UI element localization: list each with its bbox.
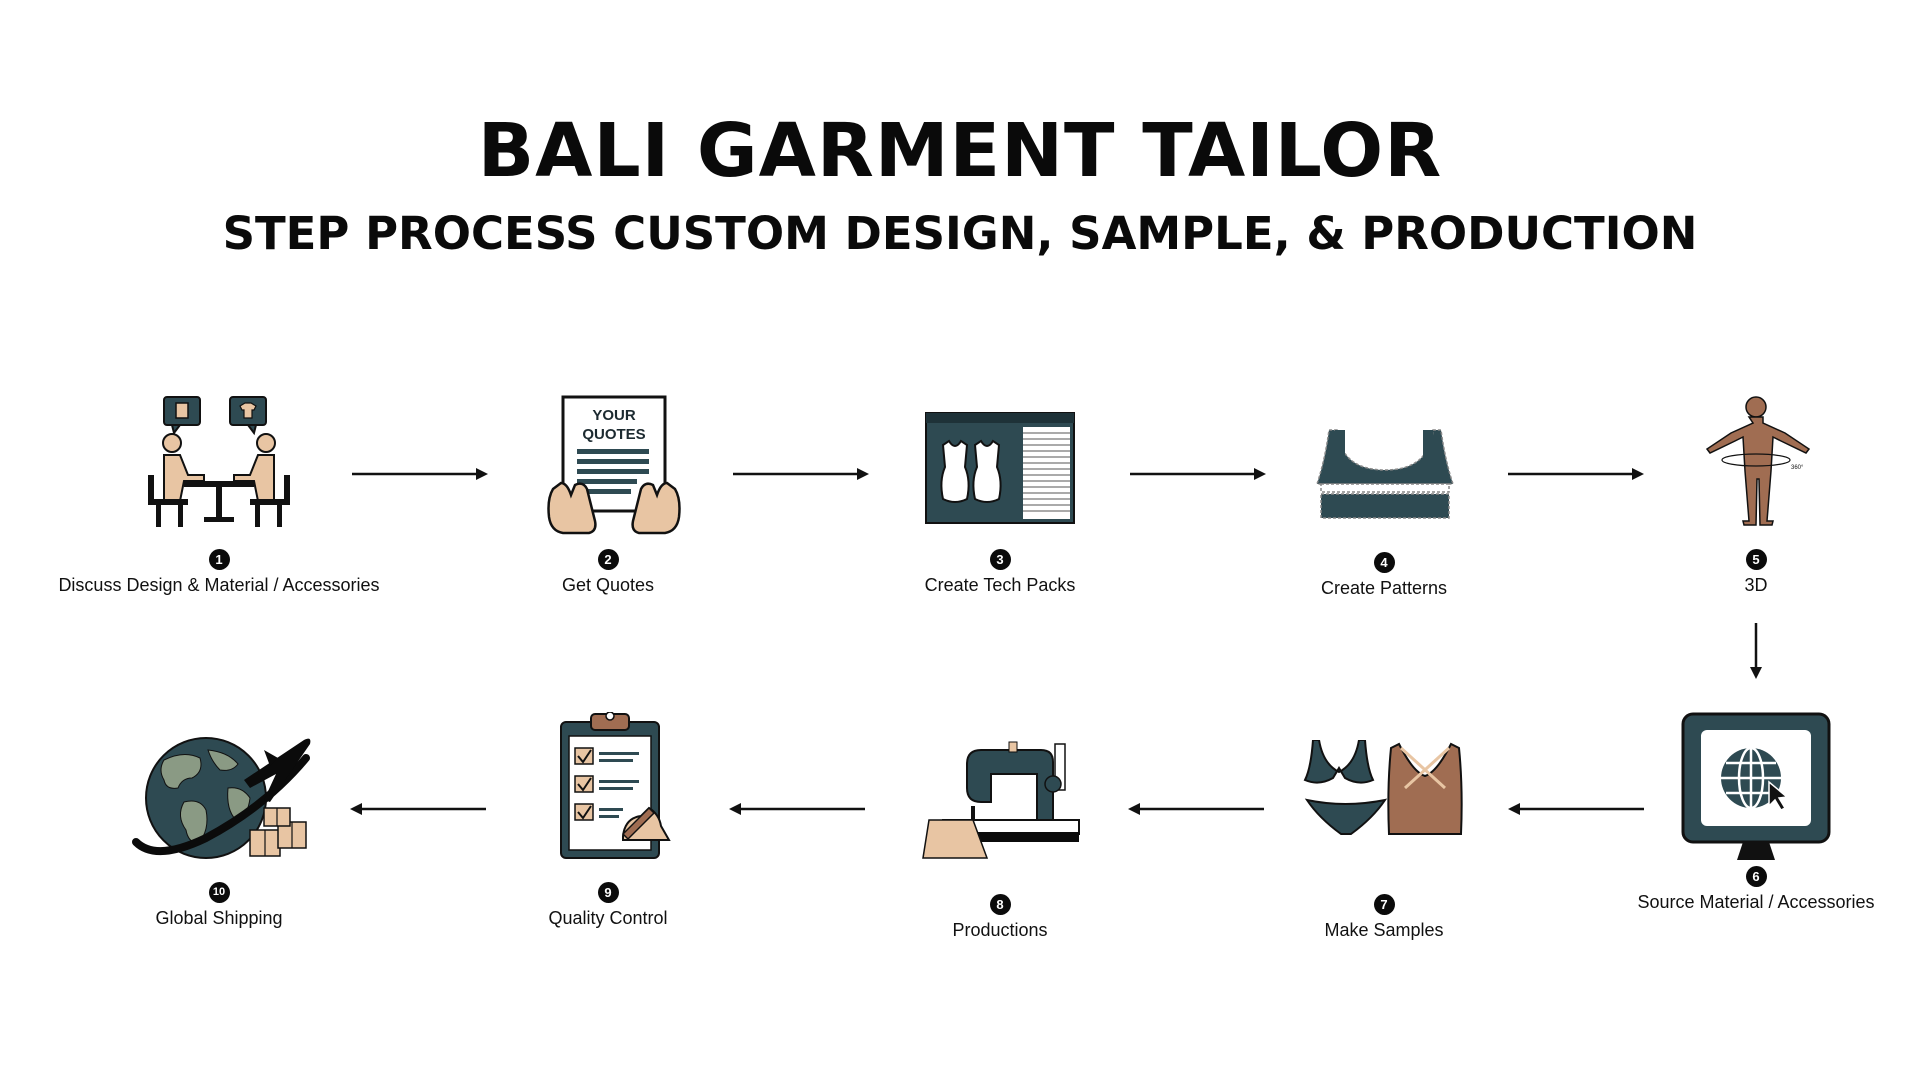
step-9: 9 Quality Control — [418, 712, 798, 929]
step-label: Make Samples — [1324, 920, 1444, 940]
3d-body-icon: 360° — [1705, 396, 1811, 526]
arrow-left-9-10 — [350, 803, 486, 815]
step-label: Create Tech Packs — [924, 575, 1076, 595]
step-5: 360° 5 3D — [1566, 395, 1920, 596]
step-number-badge: 1 — [208, 549, 230, 570]
step-number-badge: 10 — [208, 882, 230, 903]
step-number-badge: 3 — [989, 549, 1011, 570]
step-10: 10 Global Shipping — [29, 730, 409, 929]
swimwear-samples-icon — [1303, 740, 1463, 835]
step-2: YOUR QUOTES 2 Get Quotes — [418, 395, 798, 596]
step-label: Source Material / Accessories — [1637, 892, 1875, 912]
meeting-icon — [148, 396, 290, 527]
svg-text:360°: 360° — [1791, 465, 1804, 471]
sewing-machine-icon — [922, 741, 1080, 859]
step-label: Create Patterns — [1320, 578, 1448, 598]
tech-pack-icon — [925, 412, 1075, 524]
step-label: Global Shipping — [155, 908, 283, 928]
arrow-right-2-3 — [733, 468, 869, 480]
quote-text-line1: YOUR — [592, 407, 636, 424]
arrow-right-4-5 — [1508, 468, 1644, 480]
step-label: Quality Control — [548, 908, 668, 928]
diagram-title: BALI GARMENT TAILOR — [477, 108, 1443, 194]
quote-document-icon: YOUR QUOTES — [547, 395, 681, 535]
diagram-subtitle: STEP PROCESS CUSTOM DESIGN, SAMPLE, & PR… — [222, 207, 1698, 260]
step-number-badge: 8 — [989, 894, 1011, 915]
step-4: 4 Create Patterns — [1194, 398, 1574, 599]
step-1: 1 Discuss Design & Material / Accessorie… — [29, 395, 409, 596]
quote-text-line2: QUOTES — [582, 426, 645, 443]
step-3: 3 Create Tech Packs — [810, 395, 1190, 596]
step-number-badge: 7 — [1373, 894, 1395, 915]
arrow-right-1-2 — [352, 468, 488, 480]
step-label: Productions — [952, 920, 1048, 940]
step-label: Discuss Design & Material / Accessories — [58, 575, 380, 595]
step-6: 6 Source Material / Accessories — [1566, 712, 1920, 913]
step-7: 7 Make Samples — [1194, 740, 1574, 941]
step-label: Get Quotes — [561, 575, 655, 595]
arrow-left-8-9 — [729, 803, 865, 815]
step-number-badge: 5 — [1745, 549, 1767, 570]
step-number-badge: 9 — [597, 882, 619, 903]
checklist-clipboard-icon — [560, 712, 671, 859]
pattern-top-icon — [1315, 429, 1455, 519]
arrow-left-7-8 — [1128, 803, 1264, 815]
monitor-globe-icon — [1681, 712, 1831, 860]
step-number-badge: 6 — [1745, 866, 1767, 887]
step-number-badge: 4 — [1373, 552, 1395, 573]
arrow-down-5-6 — [1750, 623, 1762, 679]
globe-plane-icon — [132, 737, 311, 859]
step-label: 3D — [1744, 575, 1768, 595]
arrow-right-3-4 — [1130, 468, 1266, 480]
step-number-badge: 2 — [597, 549, 619, 570]
step-8: 8 Productions — [810, 740, 1190, 941]
arrow-left-6-7 — [1508, 803, 1644, 815]
